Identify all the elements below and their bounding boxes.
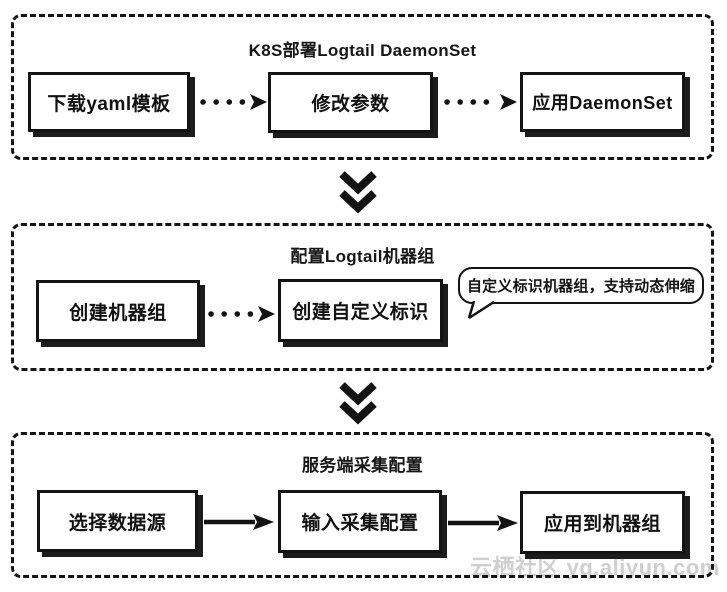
step-label: 修改参数 — [311, 94, 390, 115]
step-apply-daemonset: 应用DaemonSet — [520, 72, 685, 132]
panel-server-collection-config: 服务端采集配置 选择数据源 输入采集配置 应用到机器组 — [11, 432, 714, 578]
step-label: 应用DaemonSet — [532, 93, 673, 113]
dotted-arrow-icon — [444, 94, 517, 110]
step-label: 输入采集配置 — [301, 513, 419, 534]
solid-arrow-icon — [204, 514, 274, 530]
callout-bubble: 自定义标识机器组，支持动态伸缩 — [458, 267, 704, 304]
callout-tail — [467, 301, 495, 320]
panel-configure-machine-group: 配置Logtail机器组 创建机器组 创建自定义标识 自定义标识机器组，支持动态… — [11, 223, 714, 371]
step-label: 应用到机器组 — [543, 514, 661, 535]
step-create-machine-group: 创建机器组 — [36, 280, 200, 342]
double-chevron-down-icon — [339, 171, 377, 214]
step-label: 创建自定义标识 — [292, 302, 429, 323]
double-chevron-down-icon — [339, 382, 377, 425]
panel-title: 服务端采集配置 — [301, 456, 424, 475]
callout-text: 自定义标识机器组，支持动态伸缩 — [466, 278, 695, 295]
panel-title: K8S部署Logtail DaemonSet — [248, 41, 477, 60]
dotted-arrow-icon — [200, 94, 267, 110]
dotted-arrow-icon — [208, 306, 275, 322]
step-download-yaml-template: 下载yaml模板 — [28, 72, 190, 132]
step-select-data-source: 选择数据源 — [37, 490, 198, 552]
step-label: 选择数据源 — [68, 512, 167, 534]
step-apply-to-machine-group: 应用到机器组 — [520, 491, 685, 554]
panel-k8s-deploy-daemonset: K8S部署Logtail DaemonSet 下载yaml模板 修改参数 应用D… — [11, 14, 714, 160]
panel-title: 配置Logtail机器组 — [290, 247, 435, 266]
solid-arrow-icon — [448, 515, 518, 531]
step-label: 创建机器组 — [69, 302, 167, 324]
step-modify-parameters: 修改参数 — [268, 72, 433, 133]
step-input-collection-config: 输入采集配置 — [278, 490, 442, 553]
step-label: 下载yaml模板 — [47, 93, 171, 115]
step-create-custom-identifier: 创建自定义标识 — [278, 279, 443, 342]
